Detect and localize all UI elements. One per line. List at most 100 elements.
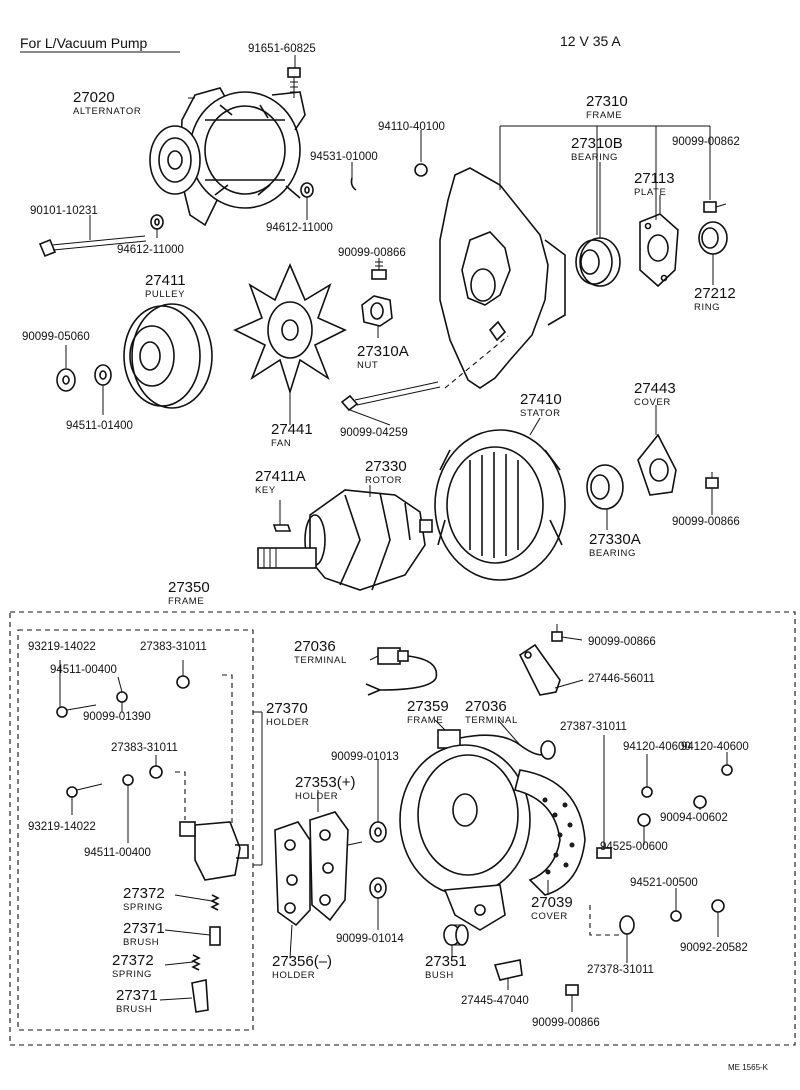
insulator-27445-47040-drawing (493, 959, 523, 981)
cover-dashed-guide (589, 905, 620, 936)
washer-94612-11000-a-drawing (150, 214, 164, 230)
callout-code: 27310A (357, 343, 409, 360)
callout-code: 27039 (531, 894, 573, 911)
callout-code: 27350 (168, 579, 210, 596)
key-27411A-drawing (272, 524, 292, 532)
callout-name: HOLDER (266, 717, 309, 728)
callout-c30: 90099-00866 (588, 636, 656, 648)
callout-code: 90099-00866 (672, 516, 740, 528)
callout-code: 27446-56011 (588, 673, 655, 685)
callout-c45: 94511-00400 (84, 847, 151, 859)
callout-code: 27356(–) (272, 953, 332, 970)
callout-c40: 90099-01013 (331, 751, 399, 763)
callout-c54: 27356(–)HOLDER (272, 953, 332, 981)
callout-name: SPRING (123, 902, 163, 913)
screw-93219-14022-a-drawing (56, 704, 97, 718)
callout-c37: 27387-31011 (560, 721, 627, 733)
alternator-assembly-drawing (149, 87, 306, 227)
callout-code: 27370 (266, 700, 308, 717)
bolt-90099-00866-right-drawing (705, 472, 719, 489)
callout-code: 27372 (112, 952, 154, 969)
bolt-90099-00866-bottom-drawing (565, 984, 579, 1005)
cover-27039-drawing (514, 769, 586, 896)
callout-code: 90099-04259 (340, 427, 408, 439)
washer-94120-40600-b-drawing (721, 764, 733, 776)
callout-c3: 94110-40100 (378, 121, 445, 133)
callout-code: 27036 (294, 638, 336, 655)
callout-code: 27411A (255, 468, 306, 485)
nut-90099-05060-drawing (56, 368, 76, 392)
callout-code: 94110-40100 (378, 121, 445, 133)
callout-code: 90101-10231 (30, 205, 98, 217)
callout-name: FAN (271, 438, 291, 449)
frame-dashed-guide (444, 335, 509, 389)
callout-code: 94120-40600 (681, 741, 749, 753)
callout-c32: 27446-56011 (588, 673, 655, 685)
callout-code: 27113 (634, 170, 675, 187)
callout-c11: 94612-11000 (266, 222, 333, 234)
bolt-91651-60825-drawing (287, 67, 301, 98)
callout-c42: 27353(+)HOLDER (295, 774, 355, 802)
callout-code: 27036 (465, 698, 507, 715)
callout-c15: 90099-05060 (22, 331, 90, 343)
bracket-27446-56011-drawing (518, 643, 561, 696)
callout-code: 93219-14022 (28, 641, 96, 653)
callout-name: BUSH (425, 970, 454, 981)
callout-code: 27359 (407, 698, 449, 715)
callout-c17: 94511-01400 (66, 420, 133, 432)
callout-code: 94525-00600 (600, 841, 668, 853)
bearing-27330A-drawing (586, 464, 624, 510)
nut-27383-31011-b-drawing (149, 765, 163, 779)
callout-code: 27310B (571, 135, 623, 152)
plate-27113-drawing (639, 213, 679, 288)
callout-code: 94531-01000 (310, 151, 378, 163)
washer-94120-40600-a-drawing (641, 786, 653, 798)
callout-code: 91651-60825 (248, 43, 316, 55)
callout-name: PLATE (634, 187, 666, 198)
callout-code: 94511-01400 (66, 420, 133, 432)
holder-27370-group-box (17, 629, 254, 1031)
callout-c44: 90094-00602 (660, 812, 728, 824)
callout-code: 94511-00400 (50, 664, 117, 676)
clip-94531-01000-drawing (350, 177, 357, 191)
header-rating: 12 V 35 A (560, 33, 621, 49)
callout-c4: 94531-01000 (310, 151, 378, 163)
callout-code: 90092-20582 (680, 942, 748, 954)
washer-90099-01013-drawing (369, 821, 387, 843)
callout-code: 27383-31011 (140, 641, 207, 653)
callout-name: KEY (255, 485, 276, 496)
callout-code: 27330 (365, 458, 407, 475)
callout-name: BRUSH (123, 937, 159, 948)
callout-code: 27310 (586, 93, 628, 110)
callout-labels: 91651-6082527020ALTERNATOR94110-40100945… (22, 43, 749, 1029)
frame-27350-group-box (9, 611, 796, 1046)
callout-code: 94120-40600 (623, 741, 691, 753)
holder-dashed-guide-a (175, 771, 186, 820)
holder-dashed-guide-b (222, 674, 233, 840)
callout-code: 90099-00866 (338, 247, 406, 259)
callout-code: 27411 (145, 272, 186, 289)
callout-code: 27387-31011 (560, 721, 627, 733)
callout-code: 27212 (694, 285, 736, 302)
screw-93219-14022-b-drawing (66, 783, 103, 798)
callout-name: COVER (531, 911, 568, 922)
spring-27372-b-drawing (191, 954, 201, 971)
callout-c1: 91651-60825 (248, 43, 316, 55)
callout-name: NUT (357, 360, 378, 371)
callout-name: COVER (634, 397, 671, 408)
washer-94511-01400-drawing (94, 364, 112, 386)
callout-c41: 94120-40600 (623, 741, 691, 753)
holder-27370-bracket (253, 711, 263, 866)
nut-27310A-drawing (361, 295, 393, 327)
callout-code: 27372 (123, 885, 165, 902)
callout-name: SPRING (112, 969, 152, 980)
callout-code: 90099-01390 (83, 711, 151, 723)
